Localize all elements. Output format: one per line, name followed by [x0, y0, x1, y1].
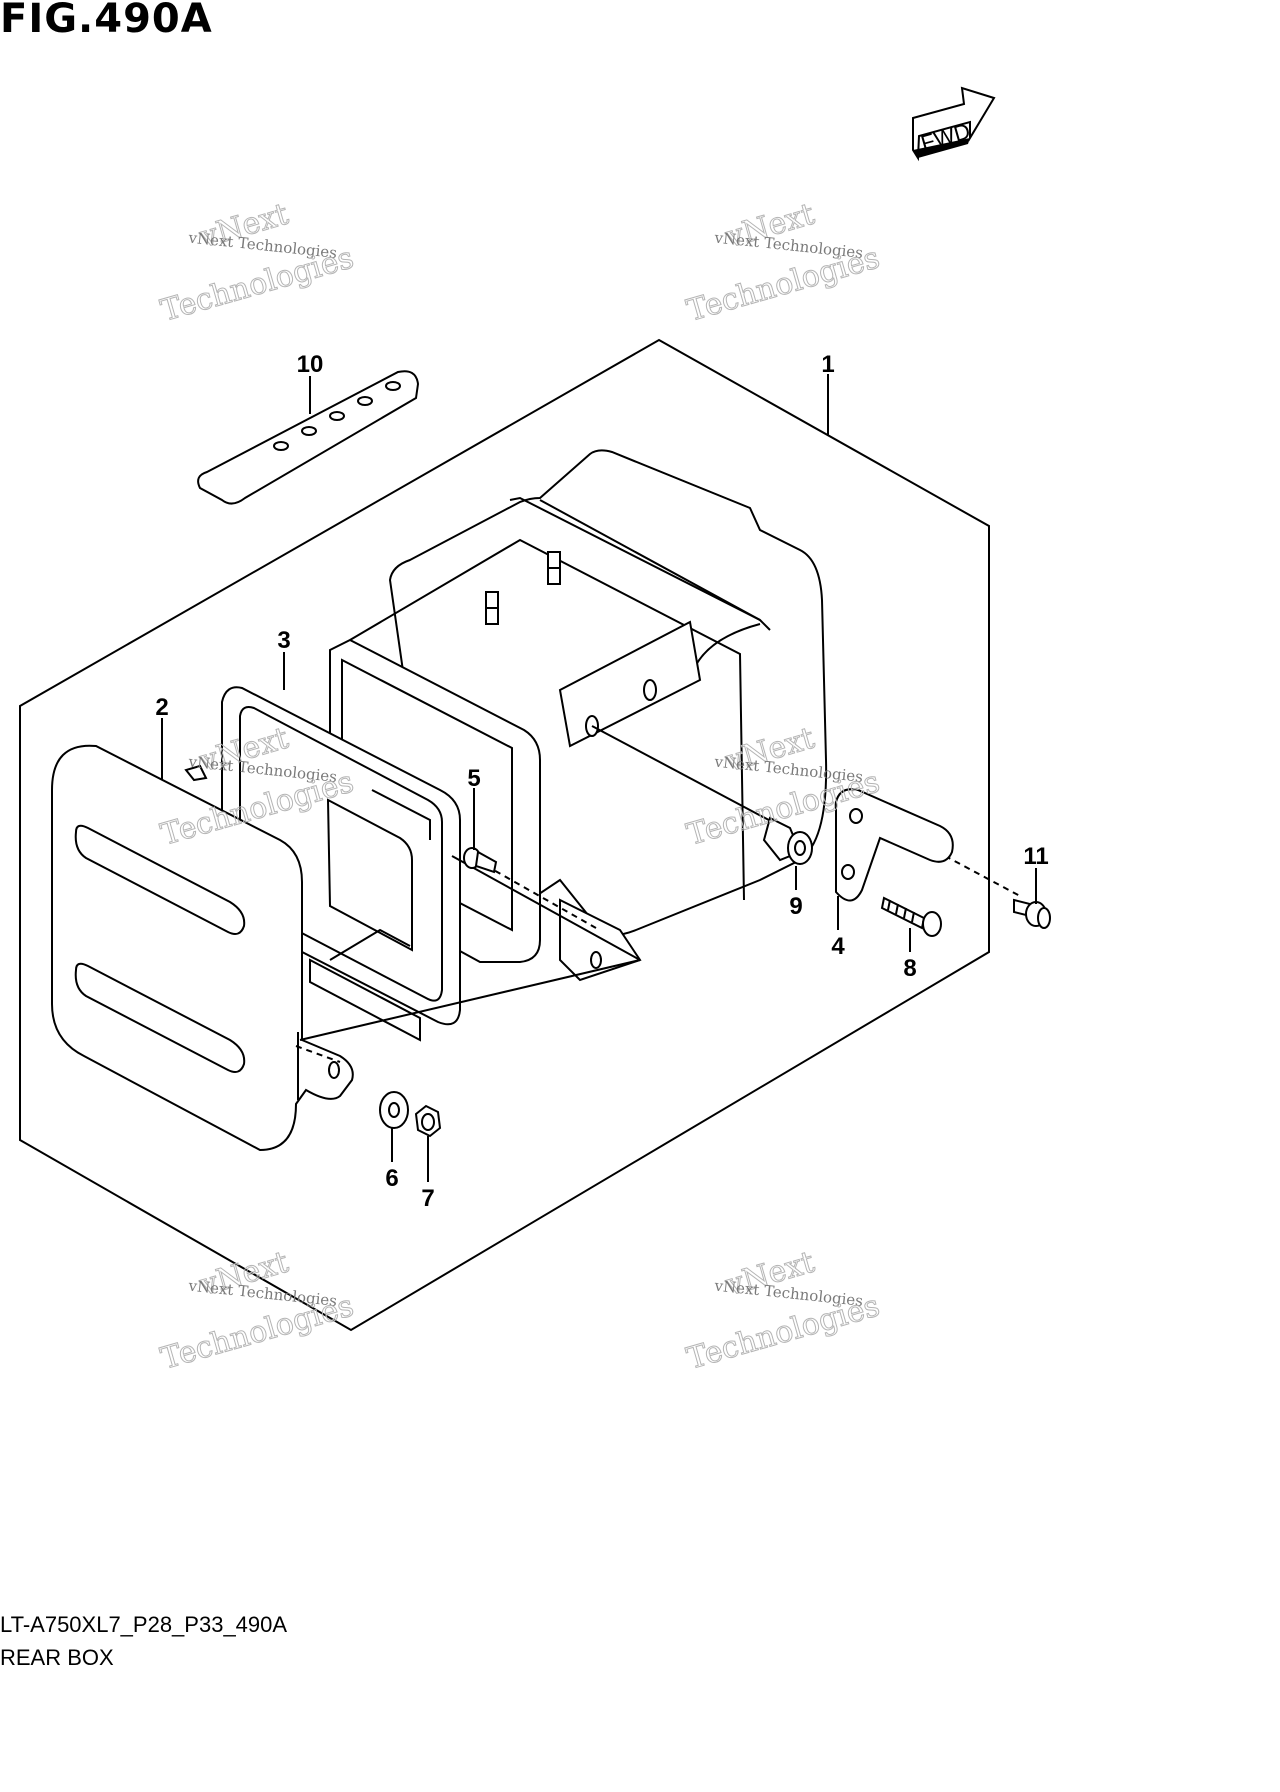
screw [463, 847, 498, 874]
flange-bolt [1013, 898, 1051, 929]
figure-title: FIG.490A [0, 0, 213, 42]
leader-lines [161, 374, 1037, 1182]
diagram-code: LT-A750XL7_P28_P33_490A [0, 1612, 288, 1637]
callout-1: 1 [821, 351, 834, 378]
callout-10: 10 [297, 351, 324, 378]
callouts: 1 2 3 4 5 6 7 8 9 10 11 [155, 351, 1048, 1212]
watermark-top-left: vNext vNext Technologies Technologies [157, 196, 359, 329]
stay-bracket [197, 370, 420, 505]
callout-9: 9 [789, 893, 802, 920]
watermark-top-right: vNext vNext Technologies Technologies [683, 196, 885, 329]
callout-11: 11 [1023, 843, 1048, 870]
callout-7: 7 [421, 1185, 434, 1212]
assembly-lines [295, 725, 1021, 1063]
callout-3: 3 [277, 627, 290, 654]
watermark-bottom-left: vNext vNext Technologies Technologies [157, 1244, 359, 1377]
callout-2: 2 [155, 694, 168, 721]
bracket-plate [835, 788, 954, 902]
watermark-bottom-right: vNext vNext Technologies Technologies [683, 1244, 885, 1377]
bolt [880, 896, 942, 937]
diagram-name: REAR BOX [0, 1645, 114, 1670]
callout-4: 4 [831, 933, 845, 960]
callout-8: 8 [903, 955, 916, 982]
front-cover [51, 744, 354, 1152]
callout-6: 6 [385, 1165, 398, 1192]
fwd-arrow-icon: FWD [912, 86, 996, 162]
grommet [762, 816, 813, 865]
kit-boundary [19, 338, 990, 1332]
washer [379, 1091, 409, 1129]
callout-5: 5 [467, 765, 480, 792]
nut [414, 1104, 442, 1138]
